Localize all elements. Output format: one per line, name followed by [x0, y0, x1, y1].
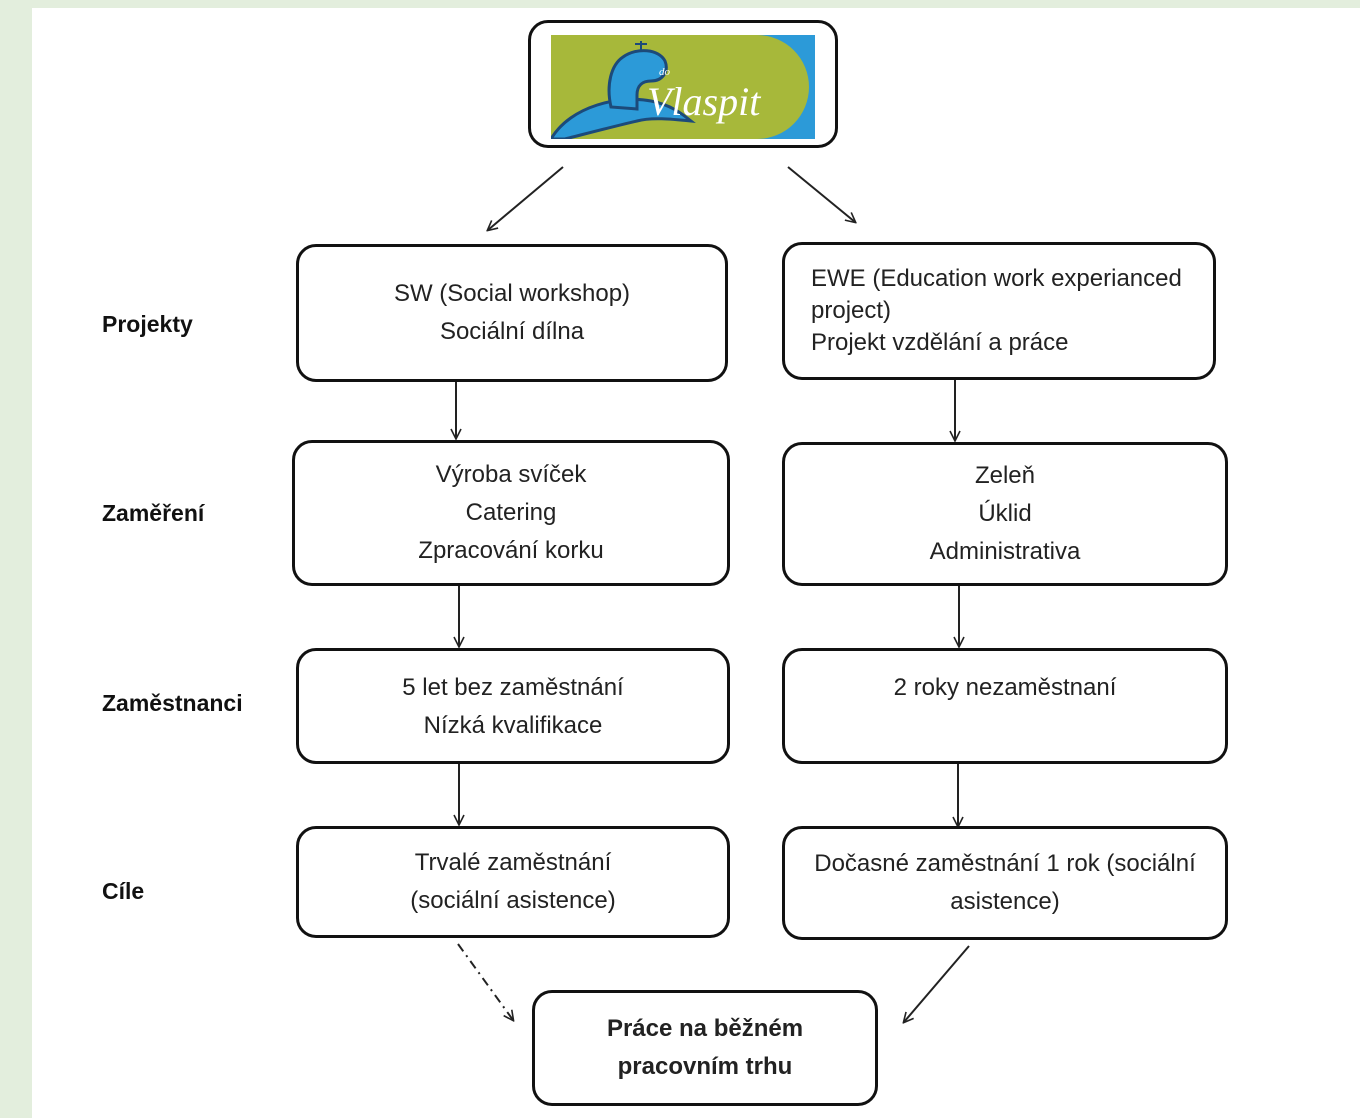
box-line: 2 roky nezaměstnaní: [893, 674, 1117, 701]
box-left-focus: Výroba svíček Catering Zpracování korku: [292, 440, 730, 586]
box-line: SW (Social workshop): [393, 280, 631, 307]
box-line: Práce na běžném: [606, 1015, 804, 1042]
svg-text:Vlaspit: Vlaspit: [647, 79, 761, 124]
box-line: Zpracování korku: [418, 537, 604, 564]
box-line: Výroba svíček: [435, 461, 587, 488]
box-sw-project: SW (Social workshop) Sociální dílna: [296, 244, 728, 382]
box-line: (sociální asistence): [410, 887, 616, 914]
box-line: Dočasné zaměstnání 1 rok (sociální: [814, 850, 1196, 877]
box-line: asistence): [950, 888, 1060, 915]
box-line: pracovním trhu: [617, 1053, 793, 1080]
box-line: Catering: [465, 499, 557, 526]
box-line: Zeleň: [974, 462, 1036, 489]
row-label-cile: Cíle: [102, 878, 145, 904]
box-right-goal: Dočasné zaměstnání 1 rok (sociální asist…: [782, 826, 1228, 940]
box-line: Trvalé zaměstnání: [414, 849, 612, 876]
box-ewe-project: EWE (Education work experianced project)…: [782, 242, 1216, 380]
box-final-labor-market: Práce na běžném pracovním trhu: [532, 990, 878, 1106]
svg-text:do: do: [659, 66, 671, 78]
box-line: Sociální dílna: [439, 318, 585, 345]
box-line: Úklid: [978, 500, 1032, 527]
logo-box: do Vlaspit: [528, 20, 838, 148]
box-line: Projekt vzdělání a práce: [811, 329, 1069, 356]
vlaspit-logo: do Vlaspit: [551, 35, 815, 139]
row-label-zamereni: Zaměření: [102, 500, 205, 526]
box-left-goal: Trvalé zaměstnání (sociální asistence): [296, 826, 730, 938]
box-line: Administrativa: [929, 538, 1081, 565]
row-label-projekty: Projekty: [102, 311, 193, 337]
box-line: project): [811, 297, 892, 324]
row-label-zamestnanci: Zaměstnanci: [102, 690, 243, 716]
box-line: 5 let bez zaměstnání: [402, 674, 624, 701]
box-line: EWE (Education work experianced: [811, 265, 1182, 292]
box-line: Nízká kvalifikace: [423, 712, 603, 739]
box-left-employees: 5 let bez zaměstnání Nízká kvalifikace: [296, 648, 730, 764]
box-right-focus: Zeleň Úklid Administrativa: [782, 442, 1228, 586]
box-right-employees: 2 roky nezaměstnaní: [782, 648, 1228, 764]
